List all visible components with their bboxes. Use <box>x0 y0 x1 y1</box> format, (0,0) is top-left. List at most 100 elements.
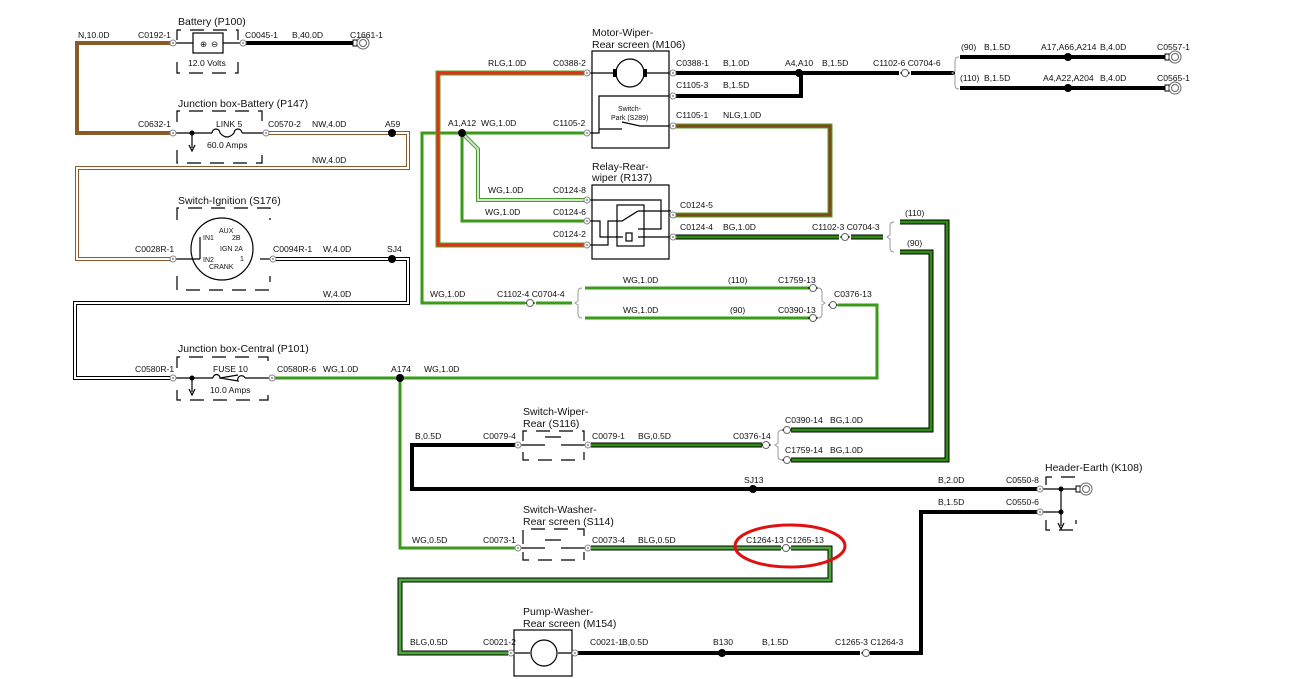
wire-label: C0570-2 <box>268 119 301 129</box>
wire-nw-4[interactable] <box>75 131 410 261</box>
terminal-node <box>169 129 177 137</box>
wire-label: C0124-4 <box>680 222 713 232</box>
wire-wg-05[interactable] <box>398 378 515 550</box>
wire-label: (110) <box>905 208 925 218</box>
terminal-node <box>583 241 591 249</box>
inline-connector-icon[interactable] <box>808 284 818 292</box>
wire-label: WG,1.0D <box>323 364 358 374</box>
wire-b-15-earth[interactable] <box>870 510 1037 655</box>
pin-1: 1 <box>240 256 244 263</box>
terminal-node <box>584 441 592 449</box>
battery-minus-icon: ⊖ <box>211 39 218 49</box>
wire-label: C0079-4 <box>483 431 516 441</box>
wire-blg[interactable] <box>397 545 833 656</box>
pin-2b: 2B <box>232 235 241 242</box>
inline-connector-icon[interactable] <box>782 456 792 464</box>
branch-brace <box>774 429 783 461</box>
battery-p100[interactable]: Battery (P100) ⊕ ⊖ 12.0 Volts <box>176 16 246 74</box>
wire-label: SJ13 <box>744 475 764 485</box>
relay-rear-wiper-r137[interactable]: Relay-Rear- wiper (R137) <box>590 161 671 260</box>
inline-connector-icon[interactable] <box>828 301 838 309</box>
park-switch-label-2: Park (S289) <box>611 115 648 122</box>
inline-connector-icon[interactable] <box>525 299 535 307</box>
inline-connector-icon[interactable] <box>840 233 850 241</box>
terminal-node <box>514 544 522 552</box>
fuse-rating: 10.0 Amps <box>210 385 251 395</box>
wire-w-4[interactable] <box>73 257 410 380</box>
wire-wg-branches[interactable] <box>585 286 810 320</box>
park-switch-label: Switch- <box>618 106 642 113</box>
wire-label: WG,1.0D <box>424 364 459 374</box>
wire-label: (90) <box>961 42 976 52</box>
wire-label: BLG,0.5D <box>638 535 676 545</box>
junction-box-battery-p147[interactable]: Junction box-Battery (P147) LINK 5 60.0 … <box>176 98 308 164</box>
ground-eyelet-icon <box>1164 50 1182 64</box>
header-earth-title: Header-Earth (K108) <box>1045 462 1142 474</box>
wire-label: W,4.0D <box>323 289 351 299</box>
wire-label: B,1.0D <box>723 58 749 68</box>
wire-label: B,0.5D <box>415 431 441 441</box>
wire-wg-1-a174[interactable] <box>275 303 879 380</box>
splice-dot <box>1064 53 1072 61</box>
wire-label: C0557-1 <box>1157 42 1190 52</box>
wire-label: (90) <box>907 238 922 248</box>
wire-label: C0376-13 <box>834 289 872 299</box>
terminal-node <box>669 211 677 219</box>
switch-wiper-rear-s116[interactable]: Switch-Wiper- Rear (S116) <box>520 406 589 461</box>
wire-label: C0550-8 <box>1006 475 1039 485</box>
inline-connector-icon[interactable] <box>808 314 818 322</box>
terminal-node <box>262 129 270 137</box>
wire-label: C0021-2 <box>483 637 516 647</box>
header-earth-k108[interactable]: Header-Earth (K108) <box>1042 462 1142 531</box>
wire-label: B,4.0D <box>1100 42 1126 52</box>
ground-arrow-icon <box>188 378 196 397</box>
splice-dot <box>388 129 396 137</box>
wire-label: B,0.5D <box>622 637 648 647</box>
fuse-link-icon <box>211 128 243 138</box>
wire-bg-110[interactable] <box>791 219 950 463</box>
pump-motor-icon <box>530 639 558 667</box>
ground-arrow-icon <box>188 133 196 153</box>
battery-title: Battery (P100) <box>178 16 246 28</box>
wire-label: C1105-3 <box>676 80 709 90</box>
wire-label: C0388-2 <box>553 58 586 68</box>
terminal-node <box>1036 485 1044 493</box>
wire-label: C1105-2 <box>553 118 586 128</box>
wire-wg-c0124-6[interactable] <box>460 133 584 223</box>
wire-label: C0390-14 <box>785 415 823 425</box>
wire-b-15-c1105-3[interactable] <box>673 73 803 98</box>
wire-label: C0124-5 <box>680 200 713 210</box>
switch-washer-rear-s114[interactable]: Switch-Washer- Rear screen (S114) <box>520 504 614 561</box>
wire-label: WG,1.0D <box>481 118 516 128</box>
wire-wg-c0124-8[interactable] <box>460 131 584 202</box>
terminal-node <box>514 441 522 449</box>
wire-b-05-20[interactable] <box>410 443 1037 491</box>
inline-connector-icon[interactable] <box>861 649 871 657</box>
motor-wiper-rear-m106[interactable]: Motor-Wiper- Rear screen (M106) Switch- … <box>590 27 685 149</box>
junction-box-central-p101[interactable]: Junction box-Central (P101) FUSE 10 10.0… <box>176 343 309 401</box>
terminal-node <box>169 39 177 47</box>
switch-ignition-s176[interactable]: Switch-Ignition (S176) AUX IN1 2B IGN 2A… <box>176 195 281 291</box>
wire-rlg[interactable] <box>435 70 584 248</box>
inline-connector-icon[interactable] <box>900 69 910 77</box>
wire-label: W,4.0D <box>323 244 351 254</box>
inline-connector-icon[interactable] <box>781 544 791 552</box>
wire-label: A59 <box>385 119 401 129</box>
wire-label: B,4.0D <box>1100 73 1126 83</box>
terminal-node <box>239 39 247 47</box>
inline-connector-icon[interactable] <box>761 441 771 449</box>
wire-wg-c1105-2[interactable] <box>420 131 584 305</box>
fuse-icon <box>212 373 246 382</box>
inline-connector-icon[interactable] <box>782 426 792 434</box>
wire-nlg[interactable] <box>673 123 833 218</box>
wire-label: WG,0.5D <box>412 535 447 545</box>
pump-washer-rear-m154[interactable]: Pump-Washer- Rear screen (M154) <box>512 606 616 677</box>
terminal-node <box>507 649 515 657</box>
splice-dot <box>795 69 803 77</box>
wire-label: B130 <box>713 637 733 647</box>
pin-aux: AUX <box>219 228 234 235</box>
wire-n-10[interactable] <box>75 41 173 135</box>
wire-bg-90[interactable] <box>791 249 934 433</box>
wire-label: C0192-1 <box>138 30 171 40</box>
